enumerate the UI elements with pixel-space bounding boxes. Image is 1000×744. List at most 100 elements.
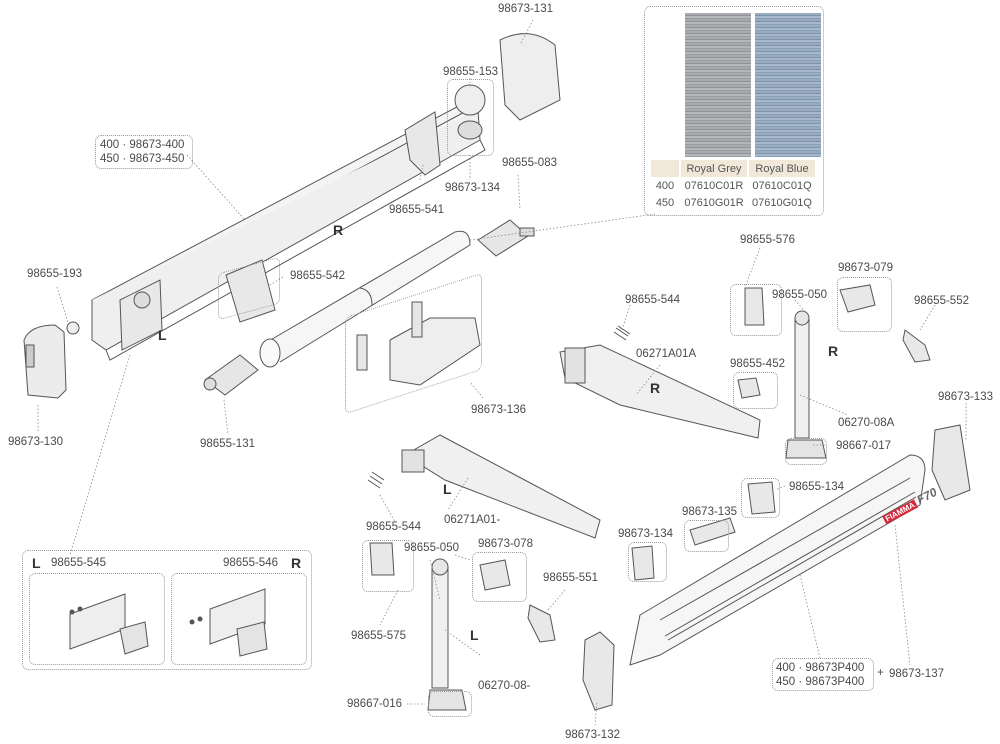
group-box-078 <box>472 552 527 602</box>
front-bar-code-450: 450 · 98673P400 <box>776 676 865 688</box>
part-06271A01-[interactable]: 06271A01- <box>444 514 501 526</box>
clamp-079 <box>839 284 876 313</box>
royal-blue-swatch[interactable] <box>755 13 821 157</box>
part-98673-132[interactable]: 98673-132 <box>565 729 620 741</box>
part-98655-545: 98655-545 <box>51 557 106 569</box>
spring-right <box>613 325 631 341</box>
row-royal-grey-code: 07610G01R <box>684 196 744 209</box>
table-header-row: Royal Grey Royal Blue <box>651 160 815 177</box>
part-98667-016[interactable]: 98667-016 <box>347 698 402 710</box>
part-98655-575[interactable]: 98655-575 <box>351 630 406 642</box>
fabric-code-table: Royal Grey Royal Blue 400 07610C01R 0761… <box>649 160 817 211</box>
front-lead-bar <box>629 454 926 666</box>
housing-right-marker: R <box>333 222 344 238</box>
front-cap-132 <box>582 631 615 711</box>
part-98655-552[interactable]: 98655-552 <box>914 295 969 307</box>
clamp-078 <box>479 559 511 591</box>
arm-right <box>559 344 761 439</box>
plus-icon: + <box>877 667 884 679</box>
part-98655-134[interactable]: 98655-134 <box>789 481 844 493</box>
part-98655-542[interactable]: 98655-542 <box>290 270 345 282</box>
bracket-134b <box>631 545 655 581</box>
table-row: 450 07610G01R 07610G01Q <box>651 194 815 211</box>
tube-end-131 <box>203 354 259 396</box>
table-header-royal-grey: Royal Grey <box>681 160 747 177</box>
slider-542 <box>225 259 276 323</box>
part-98655-050[interactable]: 98655-050 <box>772 289 827 301</box>
leg-head-576 <box>744 287 765 326</box>
awning-housing <box>91 99 486 361</box>
part-98655-452[interactable]: 98655-452 <box>730 358 785 370</box>
roller-tube <box>259 230 471 368</box>
group-box-017 <box>785 438 827 465</box>
leg-left-marker: L <box>470 627 479 643</box>
kit-right-panel <box>171 573 307 665</box>
part-98655-546: 98655-546 <box>223 557 278 569</box>
table-row: 400 07610C01R 07610C01Q <box>651 177 815 194</box>
end-cap-left <box>23 324 67 399</box>
knob-552 <box>902 329 931 363</box>
part-06271A01A[interactable]: 06271A01A <box>636 348 697 360</box>
group-box-576 <box>730 284 782 336</box>
part-98673-079[interactable]: 98673-079 <box>838 262 893 274</box>
kit-right-marker: R <box>291 555 302 571</box>
group-box-016 <box>428 691 472 717</box>
part-98655-551[interactable]: 98655-551 <box>543 572 598 584</box>
part-98673-134[interactable]: 98673-134 <box>445 182 500 194</box>
part-06270-08A[interactable]: 06270-08A <box>838 417 895 429</box>
part-98673-136[interactable]: 98673-136 <box>471 404 526 416</box>
group-box-575 <box>362 540 414 592</box>
kit-left-panel <box>29 573 165 665</box>
row-royal-blue-code: 07610G01Q <box>752 196 812 209</box>
part-98673-134-front[interactable]: 98673-134 <box>618 528 673 540</box>
housing-code-400: 400 · 98673-400 <box>100 139 185 151</box>
tube-end-083 <box>477 219 535 257</box>
part-98673-137: 98673-137 <box>889 668 944 680</box>
group-box-153 <box>447 79 494 156</box>
leg-right-marker: R <box>828 343 839 359</box>
part-98655-544[interactable]: 98655-544 <box>625 294 680 306</box>
bracket-541 <box>404 111 441 176</box>
part-98655-153[interactable]: 98655-153 <box>443 66 498 78</box>
part-98655-083[interactable]: 98655-083 <box>502 157 557 169</box>
part-98655-541[interactable]: 98655-541 <box>389 204 444 216</box>
group-box-079 <box>837 277 892 332</box>
kit-left-marker: L <box>32 555 41 571</box>
group-box-135 <box>684 520 729 552</box>
clip-452 <box>737 377 761 399</box>
spring-left <box>367 471 385 489</box>
part-98655-544-left[interactable]: 98655-544 <box>366 521 421 533</box>
arm-left-marker: L <box>443 481 452 497</box>
part-98655-050-left[interactable]: 98655-050 <box>404 542 459 554</box>
row-royal-grey-code: 07610C01R <box>684 179 744 192</box>
leader-lines <box>37 19 967 726</box>
table-header-royal-blue: Royal Blue <box>749 160 815 177</box>
end-plate-left-drawing <box>69 593 149 655</box>
part-98655-131[interactable]: 98655-131 <box>200 438 255 450</box>
front-cap-133 <box>931 424 971 501</box>
royal-grey-swatch[interactable] <box>685 13 751 157</box>
part-98673-133[interactable]: 98673-133 <box>938 391 993 403</box>
part-98673-078[interactable]: 98673-078 <box>478 538 533 550</box>
front-bar-code-400: 400 · 98673P400 <box>776 662 865 674</box>
end-cap-right-153 <box>454 84 486 140</box>
row-size: 450 <box>655 196 675 209</box>
row-size: 400 <box>655 179 675 192</box>
part-98673-130[interactable]: 98673-130 <box>8 436 63 448</box>
housing-code-450: 450 · 98673-450 <box>100 153 185 165</box>
group-box-134 <box>741 478 780 518</box>
arm-right-marker: R <box>650 380 661 396</box>
fabric-swatch-panel: Royal Grey Royal Blue 400 07610C01R 0761… <box>644 6 824 216</box>
leg-head-575 <box>369 542 395 576</box>
leg-right <box>785 310 827 459</box>
part-98667-017[interactable]: 98667-017 <box>836 440 891 452</box>
bushing <box>66 321 80 335</box>
part-98673-135[interactable]: 98673-135 <box>682 506 737 518</box>
row-royal-blue-code: 07610C01Q <box>752 179 812 192</box>
part-98655-193[interactable]: 98655-193 <box>27 268 82 280</box>
part-06270-08-[interactable]: 06270-08- <box>478 680 531 692</box>
part-98655-576[interactable]: 98655-576 <box>740 234 795 246</box>
part-98673-131[interactable]: 98673-131 <box>498 3 553 15</box>
front-bar-code-box: 400 · 98673P400 450 · 98673P400 <box>772 658 874 691</box>
